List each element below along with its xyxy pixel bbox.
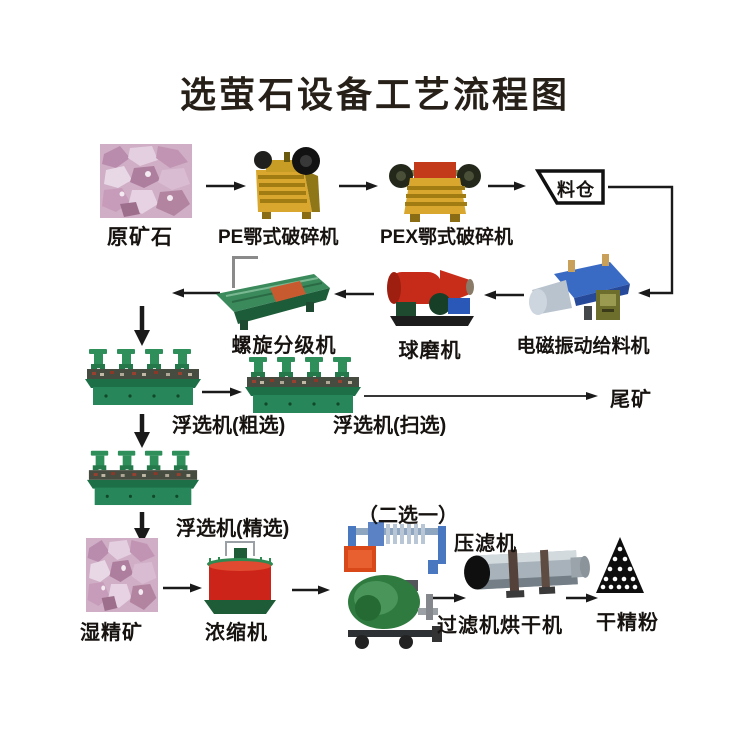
vacuum-filter-label: 过滤机	[437, 615, 500, 637]
flotation-machine-cleaner-icon	[86, 444, 200, 506]
dryer-label: 烘干机	[500, 615, 563, 637]
ball-mill-icon	[387, 270, 474, 326]
arrow-pex-to-hopper	[488, 181, 526, 191]
wet-concentrate-image	[86, 538, 158, 612]
flotation-cleaner-label: 浮选机(精选)	[176, 518, 290, 540]
hopper-shape	[534, 169, 605, 205]
filter-press-icon	[344, 522, 446, 574]
arrow-down-to-rougher	[134, 306, 150, 346]
arrow-pe-to-pex	[339, 181, 378, 191]
arrow-ballmill-to-classifier	[334, 289, 374, 299]
dry-powder-label: 干精粉	[596, 612, 659, 634]
classifier-label: 螺旋分级机	[231, 335, 337, 357]
either-or-note: （二选一）	[358, 505, 458, 527]
hopper-label: 料仓	[557, 180, 595, 200]
vibrating-feeder-icon	[529, 254, 630, 320]
pex-crusher-label: PEX鄂式破碎机	[380, 227, 514, 248]
pex-jaw-crusher-icon	[389, 162, 481, 222]
ball-mill-label: 球磨机	[398, 340, 462, 362]
raw-ore-label: 原矿石	[107, 226, 173, 249]
flotation-rougher-label: 浮选机(粗选)	[172, 415, 286, 437]
pe-jaw-crusher-icon	[254, 147, 320, 219]
arrow-thickener-to-filters	[292, 585, 330, 595]
arrow-rawore-to-pe	[206, 181, 246, 191]
pe-crusher-label: PE鄂式破碎机	[218, 227, 339, 248]
arrow-scavenger-to-tailings	[364, 392, 598, 400]
arrow-feeder-to-ballmill	[484, 290, 524, 300]
arrow-rougher-to-scavenger	[202, 387, 242, 397]
arrow-wet-to-thickener	[163, 583, 202, 593]
spiral-classifier-icon	[216, 256, 330, 330]
flotation-machine-scavenger-icon	[244, 350, 362, 414]
rotary-dryer-icon	[464, 549, 590, 599]
dry-powder-pile-icon	[596, 537, 644, 593]
filter-press-label: 压滤机	[454, 533, 517, 555]
vacuum-filter-icon	[348, 575, 442, 649]
wet-concentrate-label: 湿精矿	[80, 622, 143, 644]
flotation-scavenger-label: 浮选机(扫选)	[333, 415, 447, 437]
arrow-rougher-to-cleaner	[134, 414, 150, 448]
raw-ore-image	[100, 144, 192, 218]
page-title: 选萤石设备工艺流程图	[179, 74, 570, 115]
flotation-machine-rougher-icon	[84, 342, 202, 406]
tailings-label: 尾矿	[610, 389, 652, 411]
feeder-label: 电磁振动给料机	[516, 336, 650, 357]
thickener-label: 浓缩机	[205, 622, 268, 644]
thickener-icon	[204, 541, 276, 614]
